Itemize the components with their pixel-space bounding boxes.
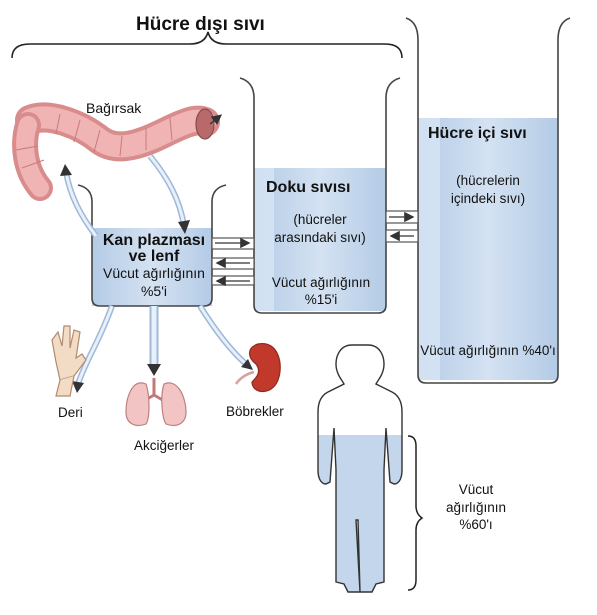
intestine-illustration xyxy=(12,102,220,201)
lungs-label: Akciğerler xyxy=(134,438,195,453)
body-percent-bracket xyxy=(407,435,424,591)
extracellular-title: Hücre dışı sıvı xyxy=(136,14,265,35)
connector-plasma-tissue xyxy=(211,237,255,286)
hand-illustration xyxy=(51,325,87,397)
intracellular-percent: Vücut ağırlığının %40'ı xyxy=(420,343,556,358)
tissue-name: Doku sıvısı xyxy=(266,179,351,196)
plasma-percent: Vücut ağırlığının %5'i xyxy=(103,265,205,299)
intracellular-note: (hücrelerin içindeki sıvı) xyxy=(450,173,526,206)
plasma-name: Kan plazması ve lenf xyxy=(102,232,206,265)
arrow-intestine-to-plasma xyxy=(147,154,187,227)
intracellular-beaker xyxy=(405,17,571,384)
intestine-label: Bağırsak xyxy=(86,100,142,116)
arrow-intestine-out xyxy=(209,114,223,125)
tissue-percent: Vücut ağırlığının %15'i xyxy=(271,275,371,307)
intracellular-name: Hücre içi sıvı xyxy=(428,125,527,142)
kidneys-label: Böbrekler xyxy=(226,404,284,419)
extracellular-bracket xyxy=(11,31,403,59)
plasma-beaker xyxy=(77,184,227,307)
lungs-illustration xyxy=(125,378,187,427)
skin-label: Deri xyxy=(58,405,83,420)
kidney-illustration xyxy=(234,343,281,393)
human-body-figure xyxy=(317,344,403,593)
body-percent-label: Vücut ağırlığının %60'ı xyxy=(445,482,507,533)
tissue-note: (hücreler arasındaki sıvı) xyxy=(274,212,366,245)
tissue-beaker xyxy=(239,77,401,314)
connector-tissue-cell xyxy=(385,210,419,243)
